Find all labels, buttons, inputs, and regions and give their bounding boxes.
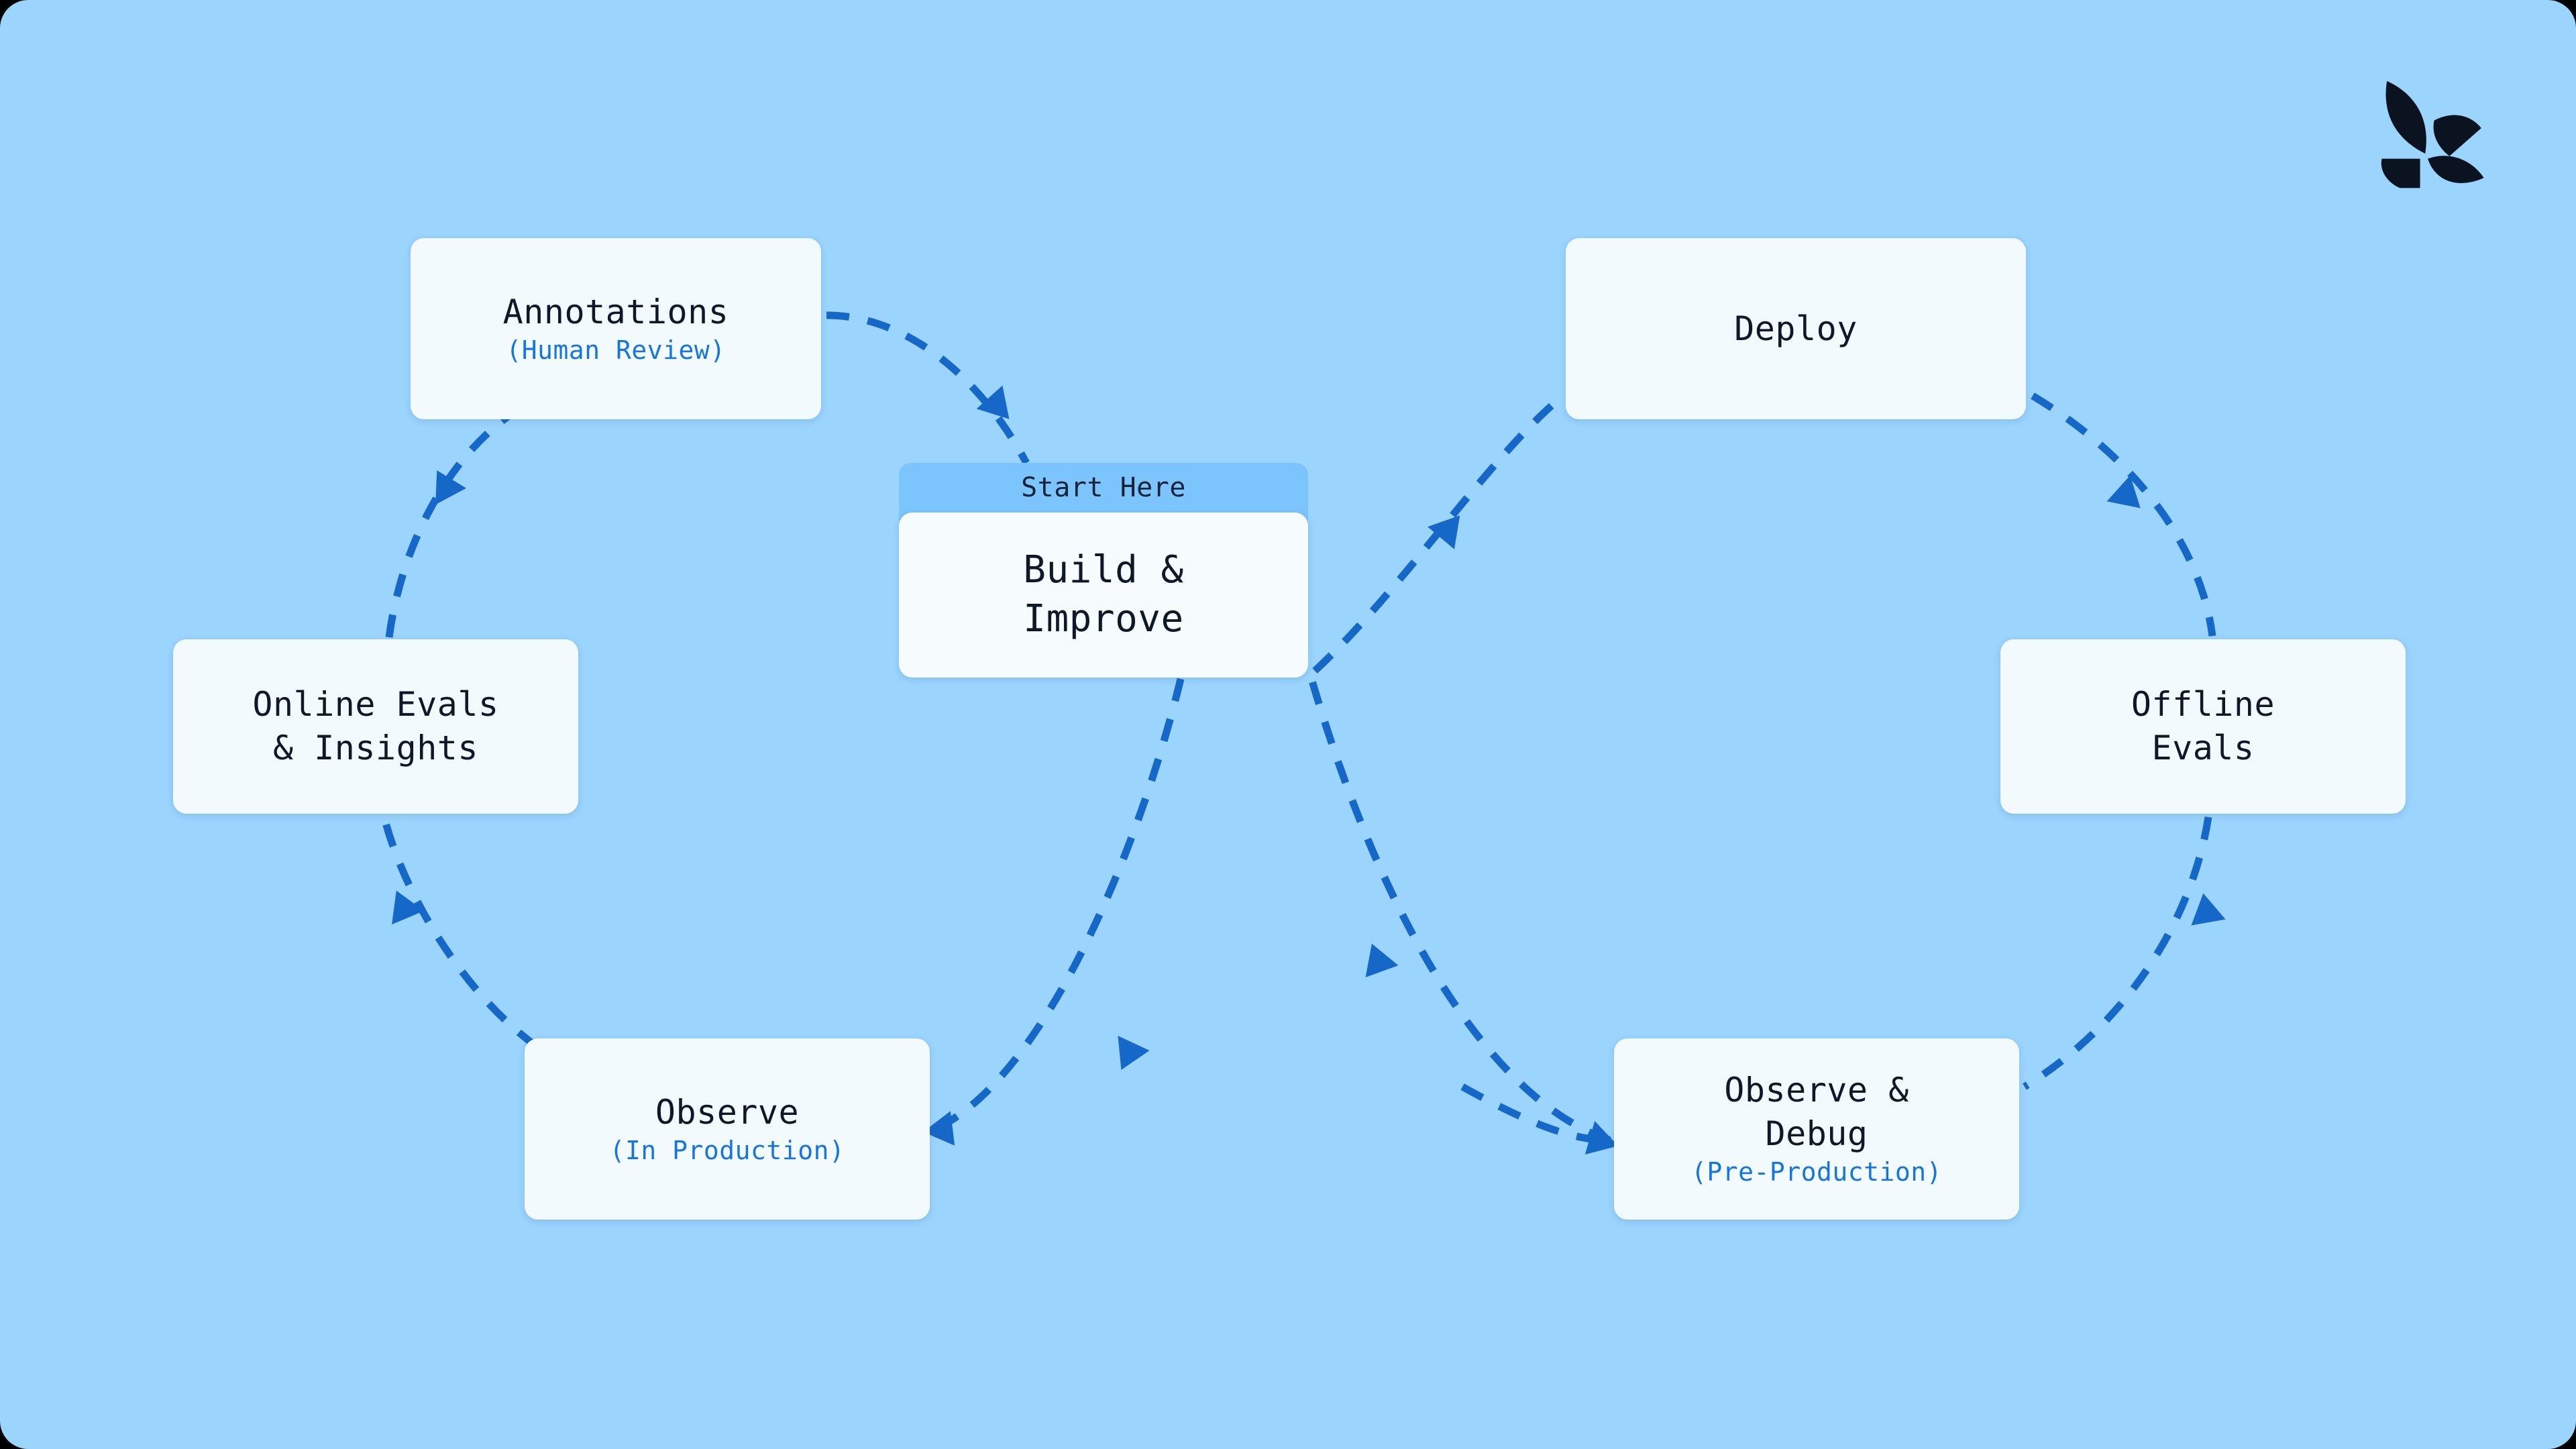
arrowhead-onlineevals-to-annotations: [435, 470, 466, 505]
node-build-title-line-2: Improve: [1023, 597, 1184, 641]
arrowhead-observedebug-to-build: [1365, 943, 1399, 977]
node-annotations[interactable]: Annotations (Human Review): [411, 238, 821, 419]
edge-deploy-to-offlineevals: [2031, 392, 2216, 637]
node-build-title-line-1: Build &: [1023, 548, 1184, 592]
logo-petal-lower-left: [2381, 158, 2420, 189]
node-build-and-improve[interactable]: Start Here Build & Improve: [899, 463, 1308, 678]
arrowhead-annotations-to-build: [976, 385, 1010, 419]
arrowhead-build-to-deploy: [1428, 515, 1460, 549]
edge-offlineevals-to-observedebug: [2023, 816, 2212, 1090]
arrowhead-deploy-to-offlineevals: [2106, 475, 2141, 508]
node-observe-debug[interactable]: Observe & Debug (Pre-Production): [1614, 1038, 2019, 1220]
edge-onlineevals-to-annotations: [385, 399, 532, 638]
node-observe-debug-title-line-2: Debug: [1765, 1114, 1868, 1154]
arrowhead-offlineevals-to-observedebug: [2191, 893, 2226, 926]
node-online-evals-title-line-2: & Insights: [272, 729, 479, 767]
arrowhead-build-to-observe: [1118, 1036, 1150, 1070]
node-online-evals[interactable]: Online Evals & Insights: [173, 639, 578, 814]
node-observe-subtitle: (In Production): [609, 1135, 845, 1165]
node-offline-evals[interactable]: Offline Evals: [2000, 639, 2406, 814]
edge-observedebug-to-build: [1307, 678, 1611, 1144]
node-deploy-title: Deploy: [1734, 309, 1858, 348]
arrowhead-observe-to-onlineevals: [392, 890, 424, 925]
logo-petal-lower-right: [2428, 156, 2484, 183]
node-observe-title: Observe: [655, 1092, 800, 1132]
node-deploy[interactable]: Deploy: [1566, 238, 2026, 419]
node-observe-debug-subtitle: (Pre-Production): [1690, 1157, 1943, 1187]
edge-annotations-to-build: [826, 311, 1030, 465]
edge-build-to-deploy: [1312, 392, 1566, 674]
node-observe[interactable]: Observe (In Production): [525, 1038, 930, 1220]
start-card[interactable]: Build & Improve: [899, 513, 1308, 678]
node-annotations-subtitle: (Human Review): [506, 335, 726, 365]
logo-petal-upper-left: [2385, 80, 2426, 154]
node-offline-evals-title-line-1: Offline: [2131, 685, 2275, 724]
edge-observe-to-onlineevals: [380, 814, 539, 1050]
node-annotations-title: Annotations: [502, 292, 729, 331]
node-online-evals-title-line-1: Online Evals: [252, 685, 499, 724]
edge-to-observedebug-inbound: [1460, 1083, 1611, 1144]
logo-petal-right: [2433, 115, 2481, 156]
node-observe-debug-title-line-1: Observe &: [1724, 1071, 1909, 1110]
arize-phoenix-logo: [2381, 80, 2484, 189]
edge-build-to-observe: [937, 678, 1185, 1130]
node-offline-evals-title-line-2: Evals: [2151, 729, 2255, 767]
